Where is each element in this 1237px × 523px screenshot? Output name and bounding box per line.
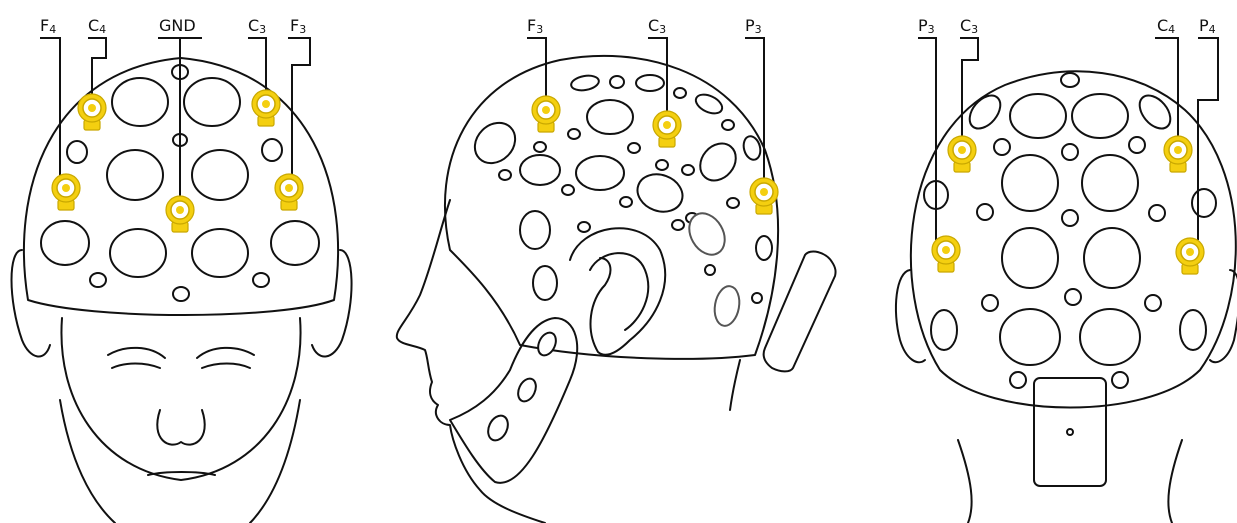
front-left-eye bbox=[108, 348, 165, 368]
back-view: P3 C3 C4 P4 bbox=[896, 16, 1237, 523]
label-back-p4: P4 bbox=[1199, 16, 1216, 36]
back-holes bbox=[924, 73, 1216, 388]
label-front-f4: F4 bbox=[40, 16, 56, 36]
back-electrode-c3 bbox=[948, 136, 976, 172]
front-electrode-f4 bbox=[52, 174, 80, 210]
label-back-p3: P3 bbox=[918, 16, 935, 36]
back-electrode-p4 bbox=[1176, 238, 1204, 274]
back-neck bbox=[958, 440, 1182, 523]
label-back-c3: C3 bbox=[960, 16, 978, 36]
back-electrode-p3 bbox=[932, 236, 960, 272]
label-side-f3: F3 bbox=[527, 16, 543, 36]
back-left-ear bbox=[896, 270, 925, 362]
front-nose bbox=[157, 410, 204, 445]
front-electrode-c3 bbox=[252, 90, 280, 126]
label-front-f3: F3 bbox=[290, 16, 306, 36]
label-side-p3: P3 bbox=[745, 16, 762, 36]
front-face bbox=[61, 318, 300, 480]
label-front-c3: C3 bbox=[248, 16, 266, 36]
front-right-eye bbox=[197, 348, 254, 368]
back-electrode-c4 bbox=[1164, 136, 1192, 172]
side-face-profile bbox=[397, 200, 545, 523]
label-front-c4: C4 bbox=[88, 16, 106, 36]
front-electrode-gnd bbox=[166, 196, 194, 232]
side-holes bbox=[467, 74, 772, 328]
front-electrode-c4 bbox=[78, 94, 106, 130]
label-front-gnd: GND bbox=[159, 16, 196, 35]
side-electrode-f3 bbox=[532, 96, 560, 132]
back-rear-flap-hole bbox=[1067, 429, 1073, 435]
front-view: F4 C4 GND C3 F3 bbox=[12, 16, 352, 523]
side-ear bbox=[570, 228, 665, 355]
side-chin-strap bbox=[450, 318, 577, 483]
side-electrode-c3 bbox=[653, 111, 681, 147]
label-side-c3: C3 bbox=[648, 16, 666, 36]
side-neck bbox=[730, 360, 740, 410]
label-back-c4: C4 bbox=[1157, 16, 1175, 36]
side-electrode-p3 bbox=[750, 178, 778, 214]
front-electrode-f3 bbox=[275, 174, 303, 210]
front-right-ear bbox=[312, 250, 352, 356]
side-view: F3 C3 P3 bbox=[397, 16, 836, 523]
front-neck bbox=[60, 400, 300, 523]
side-rear-flap bbox=[764, 251, 836, 371]
